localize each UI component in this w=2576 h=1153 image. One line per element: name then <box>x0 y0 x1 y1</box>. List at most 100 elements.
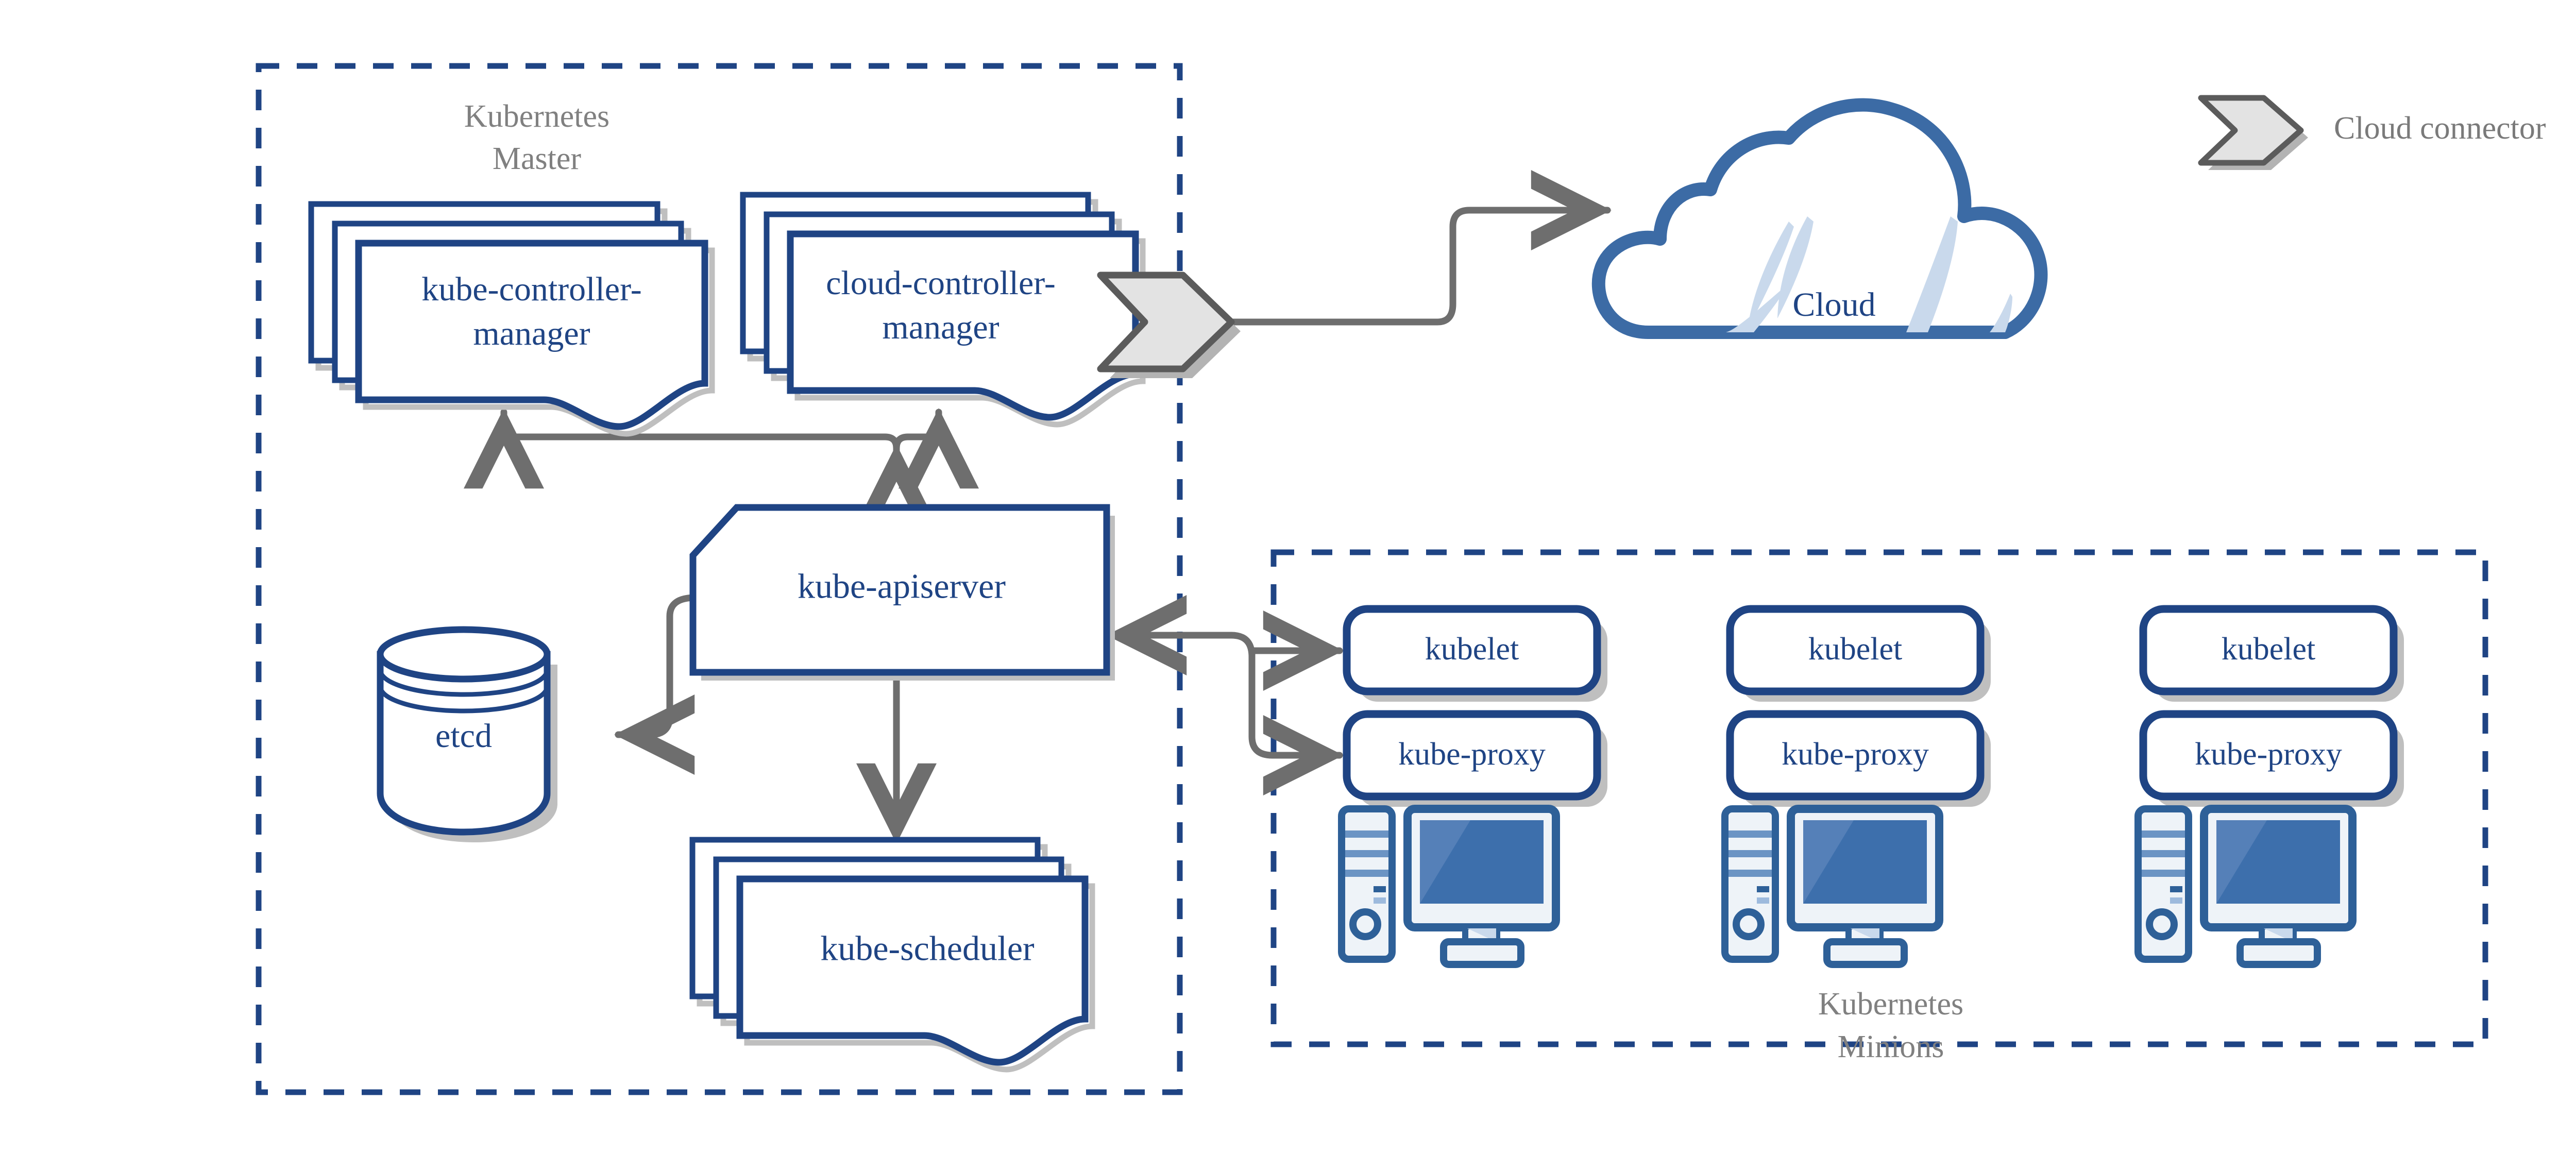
node-cloud[interactable]: Cloud <box>1591 98 2048 339</box>
node-kube-controller-manager[interactable]: kube-controller- manager <box>308 201 715 437</box>
cloud-shade-4 <box>1990 294 2012 332</box>
kubelet-box <box>2139 605 2398 696</box>
legend-cloud-connector[interactable]: Cloud connector <box>2198 95 2546 170</box>
connector-apiserver-to-cloud-controller-manager <box>893 408 979 489</box>
minion-1-kubelet-node[interactable]: kubelet <box>1343 605 1607 702</box>
tower-led-2 <box>1374 897 1386 904</box>
kube-proxy-label: kube-proxy <box>1398 737 1546 772</box>
kube-controller-manager-label-line1: kube-controller- <box>421 270 642 308</box>
minion-2-kube-proxy-node[interactable]: kube-proxy <box>1726 710 1991 807</box>
master-group-border <box>256 63 1183 1095</box>
group-kubernetes-master: Kubernetes Master <box>256 63 1183 1095</box>
chevron-connector-icon <box>1097 272 1235 372</box>
minion-3-kube-proxy-node[interactable]: kube-proxy <box>2139 710 2404 807</box>
kube-scheduler-label: kube-scheduler <box>820 929 1035 968</box>
doc-shadow-3 <box>363 247 715 437</box>
etcd-top-ellipse <box>377 626 551 683</box>
tower-vent-2 <box>2142 850 2185 857</box>
cloud-shade-1b <box>1748 222 1794 330</box>
tower-vent-1 <box>1728 830 1772 838</box>
kubelet-box <box>1343 605 1601 696</box>
monitor-base <box>1823 938 1908 968</box>
doc-sheet-front <box>787 230 1139 421</box>
monitor-screen-gloss <box>2216 820 2267 904</box>
minion-2-kubelet-node[interactable]: kubelet <box>1726 605 1991 702</box>
kube-proxy-box <box>1343 710 1601 801</box>
tower-led-2 <box>1757 897 1769 904</box>
connector-etcd-apiserver-line <box>614 557 772 775</box>
minion-1: kubelet kube-proxy <box>1338 605 1607 968</box>
etcd-ring-1 <box>378 669 550 697</box>
cloud-controller-manager-label-line2: manager <box>882 309 999 346</box>
master-group-label-line2: Master <box>493 141 582 176</box>
legend-cloud-connector-label: Cloud connector <box>2334 111 2546 146</box>
node-kube-scheduler[interactable]: kube-scheduler <box>689 837 1095 1073</box>
etcd-label: etcd <box>435 717 492 755</box>
tower-vent-2 <box>1728 850 1772 857</box>
tower-power-button <box>1733 908 1765 940</box>
tower-vent-1 <box>2142 830 2185 838</box>
tower-power-button <box>1349 908 1381 940</box>
monitor-base <box>1440 938 1524 968</box>
tower-vent-3 <box>1728 870 1772 877</box>
connector-apiserver-to-kube-controller-manager <box>464 408 900 489</box>
cloud-connector-icon-inline[interactable] <box>1097 272 1241 378</box>
minions-group-border <box>1270 549 2488 1047</box>
connector-apiserver-to-minion-kube-proxy <box>1107 632 1344 795</box>
cloud-label: Cloud <box>1792 286 1875 324</box>
kubelet-label: kubelet <box>1425 632 1519 667</box>
tower-led-1 <box>1757 886 1769 892</box>
tower-vent-3 <box>1345 870 1388 877</box>
kubelet-box <box>1726 605 1985 696</box>
group-kubernetes-minions: Kubernetes Minions <box>1270 549 2488 1064</box>
tower-led-1 <box>1374 886 1386 892</box>
monitor-screen-gloss <box>1803 820 1854 904</box>
tower-power-button <box>2146 908 2178 940</box>
tower-vent-3 <box>2142 870 2185 877</box>
etcd-body <box>377 651 551 836</box>
desktop-computer-icon <box>1338 805 1560 968</box>
monitor-screen-gloss <box>1420 820 1470 904</box>
cloud-controller-manager-label-line1: cloud-controller- <box>826 264 1056 302</box>
tower-led-1 <box>2170 886 2182 892</box>
minions-group-label-line1: Kubernetes <box>1818 987 1963 1022</box>
doc-shadow-3 <box>794 238 1146 428</box>
doc-shadow-3 <box>744 883 1095 1073</box>
apiserver-shape <box>689 504 1110 676</box>
cloud-shade-2 <box>1726 290 1783 332</box>
minion-3-kubelet-node[interactable]: kubelet <box>2139 605 2404 702</box>
tower-led-2 <box>2170 897 2182 904</box>
desktop-computer-icon <box>1721 805 1943 968</box>
cloud-shading <box>1726 216 2012 332</box>
minion-1-kube-proxy-node[interactable]: kube-proxy <box>1343 710 1607 807</box>
chevron-connector-icon <box>2198 95 2304 166</box>
node-kube-apiserver[interactable]: kube-apiserver <box>689 504 1115 681</box>
node-cloud-controller-manager[interactable]: cloud-controller- manager <box>740 192 1146 428</box>
connector-apiserver-to-minion-kubelet <box>1248 611 1344 691</box>
kube-proxy-label: kube-proxy <box>1782 737 1929 772</box>
cloud-shade-3 <box>1906 216 1958 332</box>
minion-2: kubelet kube-proxy <box>1721 605 1991 968</box>
doc-sheet-front <box>355 240 708 430</box>
connector-cloud-controller-to-cloud <box>1181 170 1612 326</box>
monitor-base <box>2236 938 2321 968</box>
cloud-shade-1 <box>1777 216 1814 318</box>
kube-proxy-box <box>2139 710 2398 801</box>
kubelet-label: kubelet <box>2222 632 2316 667</box>
node-etcd[interactable]: etcd <box>377 626 557 842</box>
kubelet-label: kubelet <box>1808 632 1903 667</box>
doc-sheet-front <box>736 875 1089 1066</box>
master-group-label-line1: Kubernetes <box>464 99 609 134</box>
kube-controller-manager-label-line2: manager <box>473 315 590 352</box>
tower-vent-2 <box>1345 850 1388 857</box>
minions-group-label-line2: Minions <box>1838 1029 1944 1064</box>
kube-proxy-box <box>1726 710 1985 801</box>
kube-proxy-label: kube-proxy <box>2195 737 2342 772</box>
connector-layer <box>464 170 1612 844</box>
tower-vent-1 <box>1345 830 1388 838</box>
minion-3: kubelet kube-proxy <box>2134 605 2404 968</box>
kube-apiserver-label: kube-apiserver <box>798 567 1006 606</box>
desktop-computer-icon <box>2134 805 2357 968</box>
